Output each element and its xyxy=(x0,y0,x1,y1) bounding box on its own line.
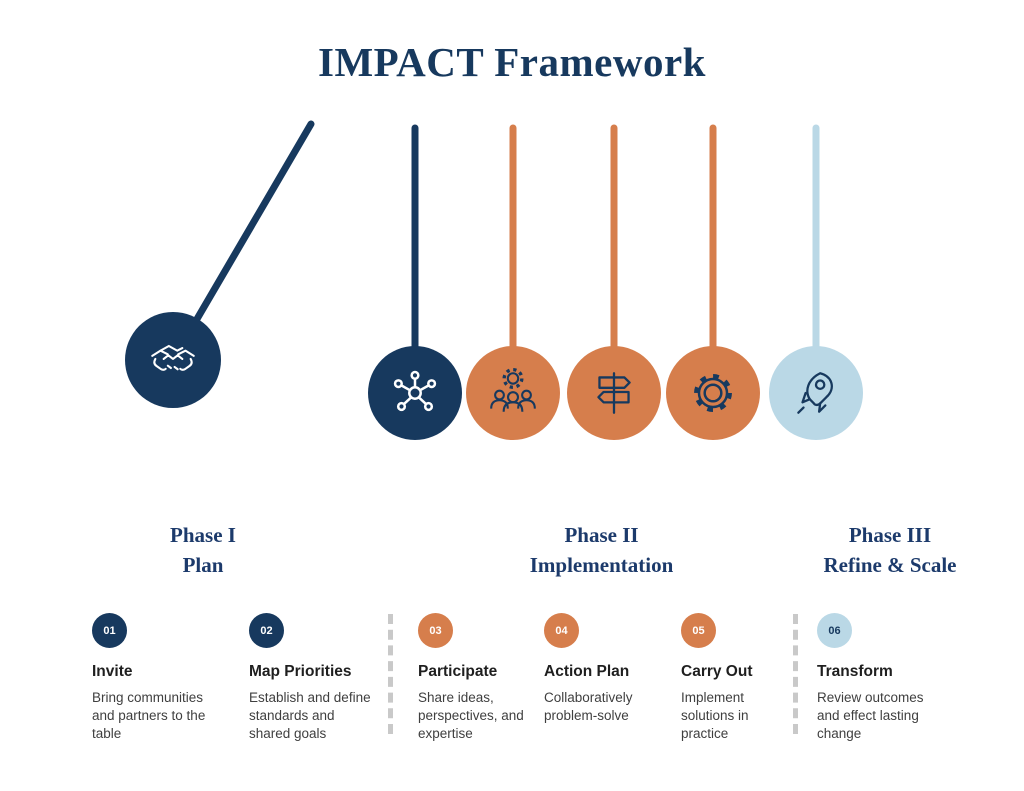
step-06-title: Transform xyxy=(817,663,893,680)
step-04: 04 Action Plan Collaboratively problem-s… xyxy=(544,613,666,725)
pendulum-ball-3 xyxy=(466,346,560,440)
step-05-number: 05 xyxy=(692,624,705,637)
step-02-title: Map Priorities xyxy=(249,663,352,680)
phase-3-line2: Refine & Scale xyxy=(823,552,957,577)
phase-3-heading: Phase III Refine & Scale xyxy=(765,521,1015,581)
step-01-title: Invite xyxy=(92,663,133,680)
step-03-description: Share ideas, perspectives, and expertise xyxy=(418,690,524,742)
step-02-number-badge: 02 xyxy=(249,613,284,648)
step-01-description: Bring communities and partners to the ta… xyxy=(92,690,206,742)
network-icon xyxy=(393,370,437,412)
step-02: 02 Map Priorities Establish and define s… xyxy=(249,613,375,743)
phase-1-line1: Phase I xyxy=(170,523,236,547)
phase-2-line2: Implementation xyxy=(529,552,674,577)
step-01-number: 01 xyxy=(103,624,116,637)
step-04-description: Collaboratively problem-solve xyxy=(544,690,633,724)
step-01-number-badge: 01 xyxy=(92,613,127,648)
step-03-title: Participate xyxy=(418,663,498,680)
step-05-title: Carry Out xyxy=(681,663,753,680)
step-02-description: Establish and define standards and share… xyxy=(249,690,371,742)
phase-divider-1 xyxy=(388,614,393,734)
pendulum-ball-5 xyxy=(666,346,760,440)
step-03: 03 Participate Share ideas, perspectives… xyxy=(418,613,528,743)
phase-2-line1: Phase II xyxy=(564,523,639,547)
page-title: IMPACT Framework xyxy=(318,39,706,85)
step-01: 01 Invite Bring communities and partners… xyxy=(92,613,216,743)
step-05-description: Implement solutions in practice xyxy=(681,690,749,742)
step-06: 06 Transform Review outcomes and effect … xyxy=(817,613,947,743)
step-04-number-badge: 04 xyxy=(544,613,579,648)
phase-1-heading: Phase I Plan xyxy=(103,521,303,581)
step-03-number-badge: 03 xyxy=(418,613,453,648)
step-06-number-badge: 06 xyxy=(817,613,852,648)
signpost-icon xyxy=(597,372,631,414)
pendulum-string-1 xyxy=(193,120,315,323)
phase-3-line1: Phase III xyxy=(848,523,932,547)
step-05: 05 Carry Out Implement solutions in prac… xyxy=(681,613,776,743)
pendulum-ball-4 xyxy=(567,346,661,440)
pendulum-ball-2 xyxy=(368,346,462,440)
step-06-description: Review outcomes and effect lasting chang… xyxy=(817,690,924,742)
rocket-icon xyxy=(797,372,833,414)
phase-1-line2: Plan xyxy=(182,552,224,577)
step-04-title: Action Plan xyxy=(544,663,630,680)
step-06-number: 06 xyxy=(828,624,841,637)
phase-divider-2 xyxy=(793,614,798,734)
handshake-icon xyxy=(151,344,195,371)
gear-icon xyxy=(694,374,732,412)
step-03-number: 03 xyxy=(429,624,442,637)
team-gear-icon xyxy=(490,367,536,412)
phase-2-heading: Phase II Implementation xyxy=(459,521,744,581)
pendulum-ball-1 xyxy=(125,312,221,408)
pendulum-ball-6 xyxy=(769,346,863,440)
step-05-number-badge: 05 xyxy=(681,613,716,648)
step-02-number: 02 xyxy=(260,624,273,637)
step-04-number: 04 xyxy=(555,624,568,637)
